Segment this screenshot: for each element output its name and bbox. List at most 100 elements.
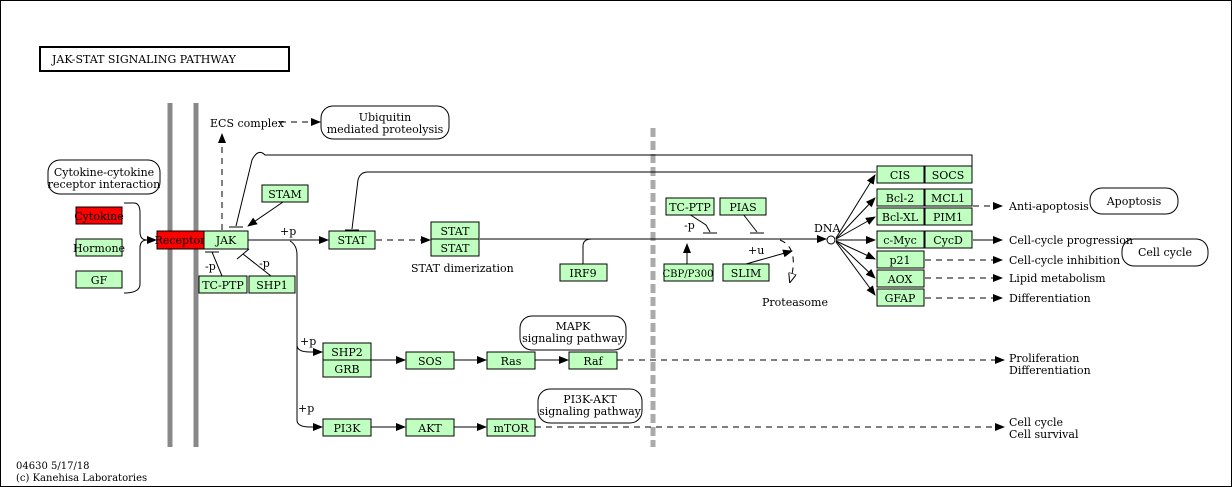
map-pi3k-akt[interactable]: PI3K-AKT signaling pathway (537, 388, 643, 424)
node-hormone[interactable]: Hormone (73, 238, 125, 257)
node-pim1[interactable]: PIM1 (924, 207, 973, 226)
svg-text:GFAP: GFAP (885, 292, 916, 305)
node-mtor[interactable]: mTOR (486, 418, 536, 437)
label-minus-p-tcptp: -p (205, 260, 216, 273)
label-stat-dimerization: STAT dimerization (411, 262, 514, 275)
node-aox[interactable]: AOX (876, 269, 925, 288)
node-pi3k[interactable]: PI3K (322, 418, 372, 437)
label-cell-cycle-progression: Cell-cycle progression (1009, 234, 1133, 247)
svg-text:SOS: SOS (418, 355, 442, 368)
map-ubiquitin[interactable]: Ubiquitin mediated proteolysis (320, 105, 450, 140)
edge-stam-jak (247, 201, 284, 227)
map-apoptosis[interactable]: Apoptosis (1089, 187, 1179, 215)
svg-text:Bcl-2: Bcl-2 (886, 192, 914, 205)
svg-text:PI3K-AKT: PI3K-AKT (563, 393, 617, 406)
node-raf[interactable]: Raf (568, 351, 618, 370)
label-plus-p-jak-stat: +p (280, 225, 296, 238)
node-socs[interactable]: SOCS (924, 165, 973, 184)
svg-text:SHP2: SHP2 (331, 346, 363, 359)
node-mcl1[interactable]: MCL1 (924, 188, 973, 207)
label-differentiation: Differentiation (1009, 292, 1091, 305)
label-proliferation: Proliferation (1009, 352, 1079, 365)
label-differentiation-2: Differentiation (1009, 364, 1091, 377)
label-cell-cycle-inhibition: Cell-cycle inhibition (1009, 254, 1120, 267)
footer-copyright: (c) Kanehisa Laboratories (16, 473, 147, 484)
node-p21[interactable]: p21 (876, 250, 925, 269)
node-shp2[interactable]: SHP2 (322, 342, 372, 361)
svg-text:CIS: CIS (890, 169, 910, 182)
svg-text:Receptor: Receptor (155, 234, 207, 247)
svg-text:Apoptosis: Apoptosis (1106, 195, 1162, 208)
label-cell-survival: Cell survival (1009, 428, 1079, 441)
svg-text:SLIM: SLIM (731, 267, 761, 280)
edge-pias (742, 213, 758, 233)
title-box: JAK-STAT SIGNALING PATHWAY (39, 46, 290, 72)
node-irf9[interactable]: IRF9 (559, 263, 608, 282)
node-cbp-p300[interactable]: CBP/P300 (663, 263, 714, 282)
node-tc-ptp-right[interactable]: TC-PTP (665, 197, 715, 216)
svg-text:STAM: STAM (268, 188, 301, 201)
node-stat[interactable]: STAT (328, 230, 376, 250)
svg-text:Raf: Raf (583, 355, 603, 368)
svg-text:Ubiquitin: Ubiquitin (359, 111, 412, 124)
svg-text:Cytokine: Cytokine (74, 210, 123, 223)
node-gf[interactable]: GF (75, 270, 123, 289)
node-bclxl[interactable]: Bcl-XL (876, 207, 925, 226)
node-cytokine[interactable]: Cytokine (74, 206, 124, 225)
edge-dna-cis (835, 174, 876, 239)
svg-text:signaling pathway: signaling pathway (522, 332, 625, 345)
node-gfap[interactable]: GFAP (876, 288, 925, 307)
node-grb[interactable]: GRB (322, 359, 372, 378)
label-cell-cycle-out: Cell cycle (1009, 416, 1063, 429)
edge-tcptp-right (688, 213, 711, 233)
node-slim[interactable]: SLIM (722, 263, 770, 282)
edge-socs-jak (235, 151, 973, 227)
svg-text:TC-PTP: TC-PTP (669, 201, 711, 214)
node-sos[interactable]: SOS (405, 351, 455, 370)
svg-text:IRF9: IRF9 (569, 267, 596, 280)
node-stam[interactable]: STAM (261, 184, 309, 203)
node-jak[interactable]: JAK (203, 230, 249, 250)
svg-text:JAK: JAK (215, 234, 237, 247)
node-pias[interactable]: PIAS (719, 197, 767, 216)
node-stat-dimer-2[interactable]: STAT (430, 238, 480, 257)
svg-text:PIAS: PIAS (729, 201, 756, 214)
node-receptor[interactable]: Receptor (155, 230, 207, 250)
map-cell-cycle[interactable]: Cell cycle (1121, 238, 1209, 267)
node-cycd[interactable]: CycD (924, 230, 973, 249)
page-title: JAK-STAT SIGNALING PATHWAY (51, 53, 237, 66)
node-cis[interactable]: CIS (876, 165, 925, 184)
node-ras[interactable]: Ras (486, 351, 536, 370)
node-tc-ptp-left[interactable]: TC-PTP (198, 275, 248, 294)
svg-text:SHP1: SHP1 (256, 279, 288, 292)
node-cmyc[interactable]: c-Myc (876, 230, 925, 249)
svg-text:signaling pathway: signaling pathway (539, 405, 642, 418)
svg-text:Bcl-XL: Bcl-XL (882, 211, 919, 224)
label-plus-p-pi3k: +p (298, 402, 314, 415)
edge-irf9 (582, 238, 593, 264)
node-akt[interactable]: AKT (405, 418, 455, 437)
edge-dna-bcl2 (835, 197, 876, 240)
edge-dna-bclxl (835, 216, 876, 240)
svg-text:AKT: AKT (417, 422, 442, 435)
edge-jak-pi3k (296, 345, 323, 431)
node-stat-dimer-1[interactable]: STAT (430, 221, 480, 240)
map-cytokine-receptor[interactable]: Cytokine-cytokine receptor interaction (47, 159, 161, 195)
svg-text:Hormone: Hormone (73, 242, 125, 255)
svg-text:p21: p21 (889, 254, 910, 267)
label-dna: DNA (814, 222, 841, 235)
svg-text:mediated proteolysis: mediated proteolysis (327, 123, 444, 136)
ligand-bracket (123, 202, 148, 294)
label-ecs-complex: ECS complex (210, 117, 285, 130)
node-bcl2[interactable]: Bcl-2 (876, 188, 925, 207)
map-mapk[interactable]: MAPK signaling pathway (519, 315, 627, 351)
node-shp1[interactable]: SHP1 (248, 275, 296, 294)
edge-dna-p21 (835, 240, 876, 260)
label-proteasome: Proteasome (762, 296, 828, 309)
edge-proteasome (779, 239, 793, 282)
svg-text:STAT: STAT (441, 242, 471, 255)
svg-text:MAPK: MAPK (556, 320, 592, 333)
svg-text:MCL1: MCL1 (931, 192, 965, 205)
